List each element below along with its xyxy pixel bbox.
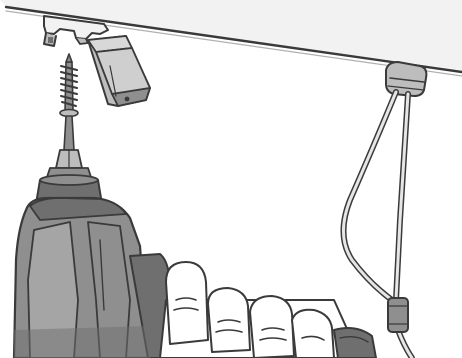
cable-ferrite-icon <box>388 298 408 332</box>
hinged-cover-icon <box>88 36 150 106</box>
power-drill-icon <box>14 175 170 358</box>
cable-clip-icon <box>386 62 426 96</box>
screwdriver-bit-icon <box>46 116 92 180</box>
hand-icon <box>160 262 376 358</box>
screw-icon <box>60 54 78 117</box>
